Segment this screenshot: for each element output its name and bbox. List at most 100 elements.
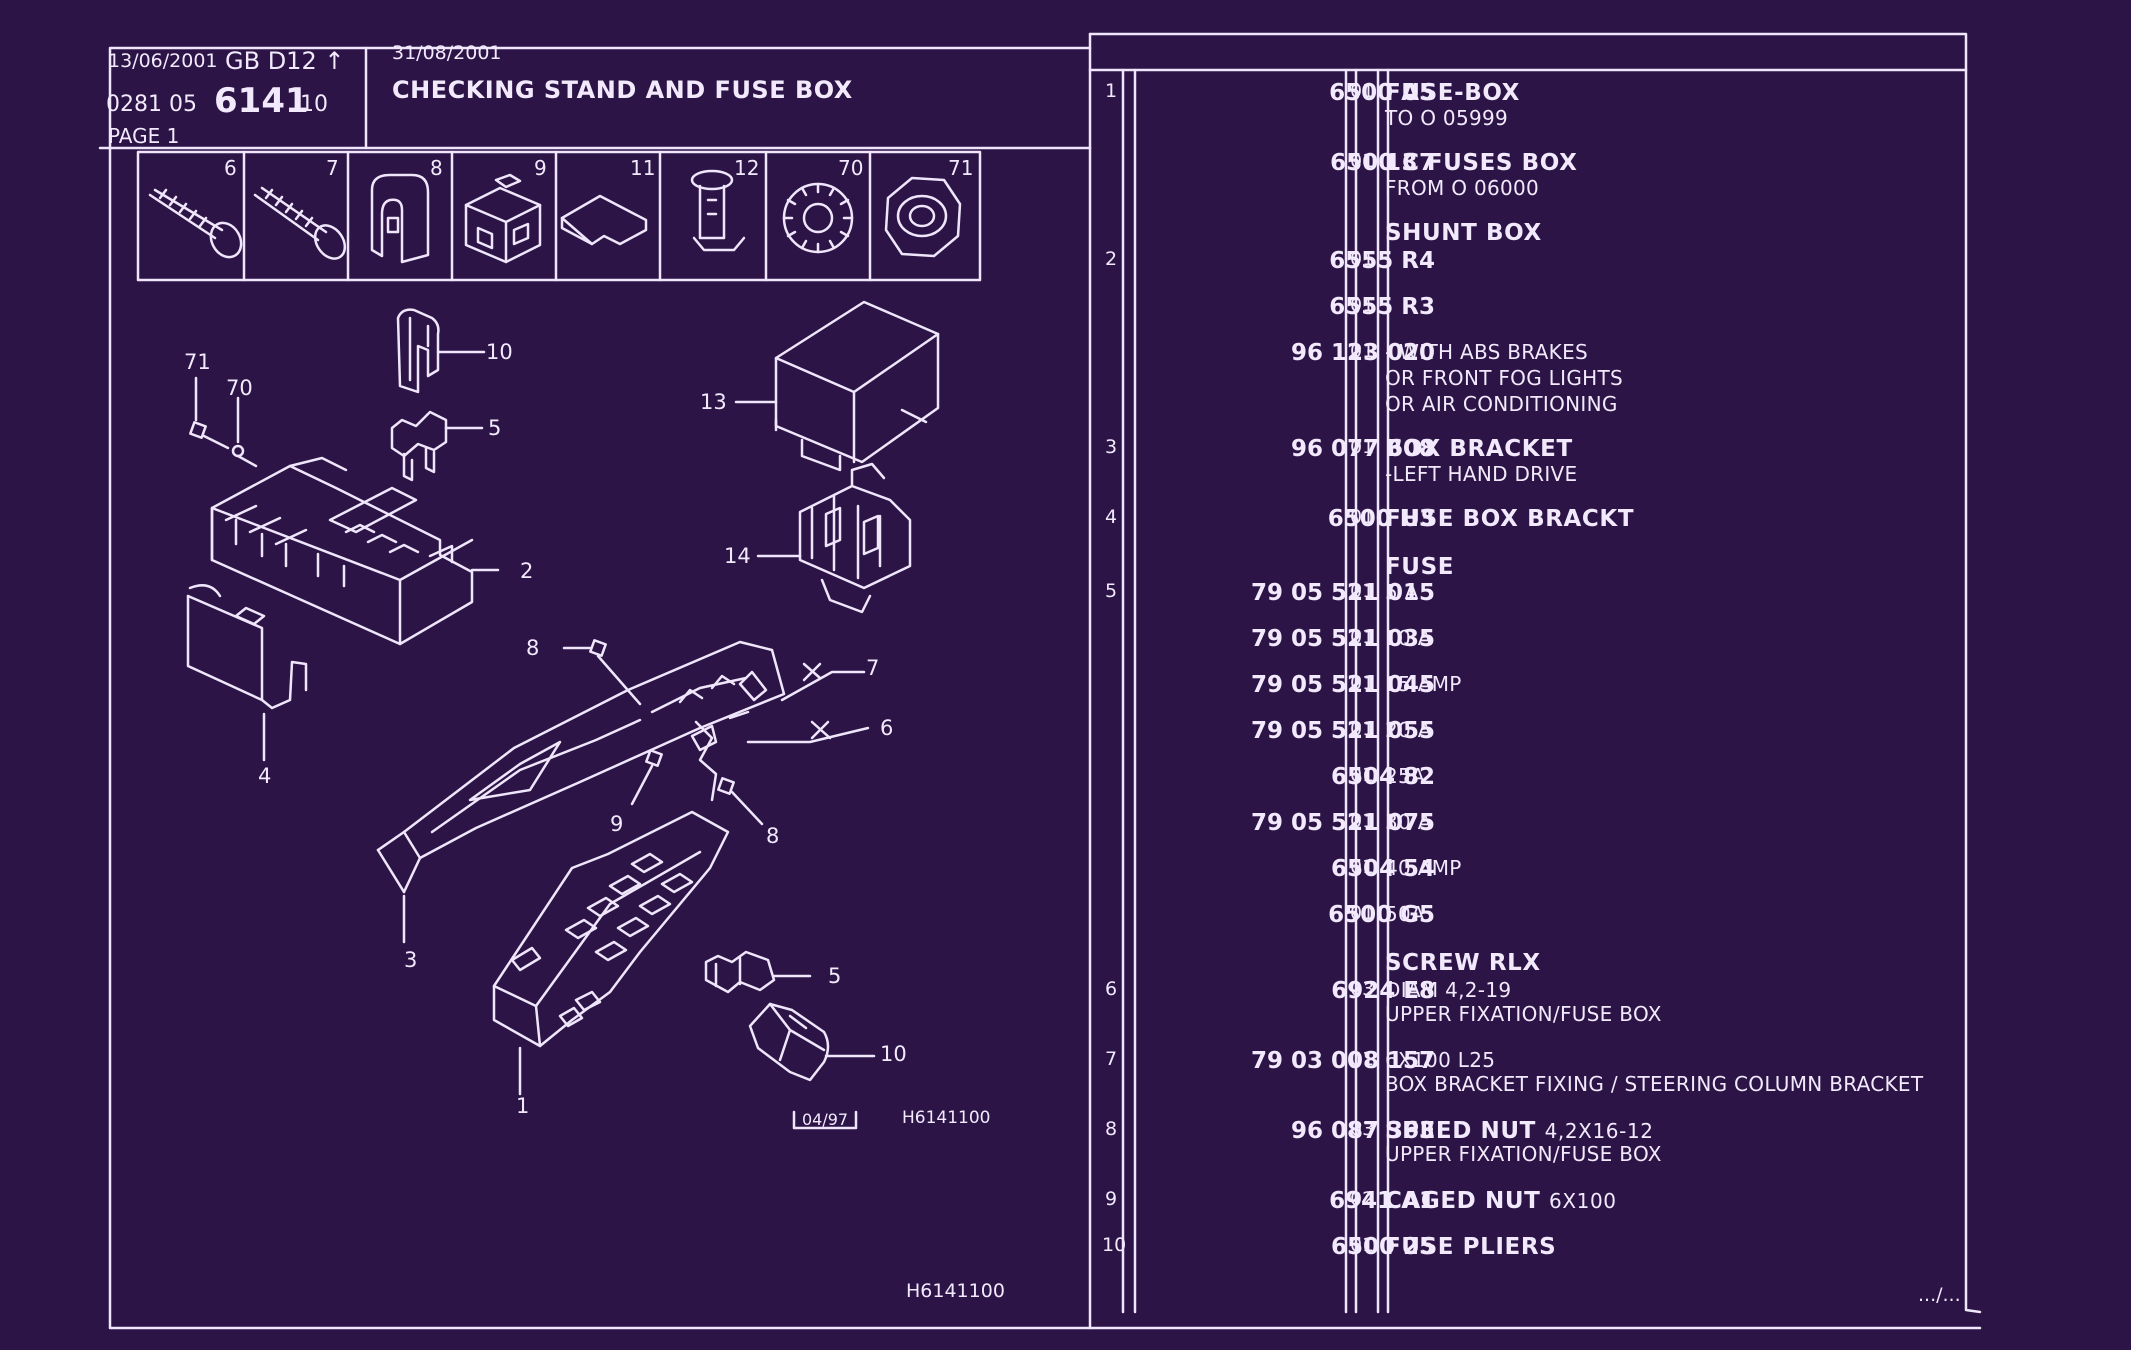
callout-10-top: 10 xyxy=(486,340,513,364)
item-number: 1 xyxy=(1105,80,1118,102)
part-note: BOX BRACKET FIXING / STEERING COLUMN BRA… xyxy=(1385,1072,1924,1096)
revision-date: 31/08/2001 xyxy=(392,42,502,64)
hardware-label-7: 7 xyxy=(326,156,339,180)
callout-7: 7 xyxy=(866,656,880,680)
part-reference: 79 05 521 015 xyxy=(1250,580,1435,606)
part-reference: 6500 H3 xyxy=(1327,506,1435,532)
parts-row: 6555 R3 01 xyxy=(1090,294,1970,340)
page-title: CHECKING STAND AND FUSE BOX xyxy=(392,76,853,104)
part-description: FUSE PLIERS xyxy=(1385,1234,1557,1260)
parts-row: 9 6941 A1 02 CAGED NUT 6X100 xyxy=(1090,1188,1970,1234)
part-note: 6X100 L25 xyxy=(1385,1048,1496,1072)
part-note: OR AIR CONDITIONING xyxy=(1385,392,1618,416)
part-reference: 6555 R3 xyxy=(1329,294,1435,320)
parts-row: 10 6500 25 01 FUSE PLIERS xyxy=(1090,1234,1970,1280)
parts-row: 79 05 521 075 01 30 A xyxy=(1090,810,1970,856)
part-reference: 6500 G5 xyxy=(1328,902,1435,928)
quantity: 01 xyxy=(1350,294,1375,316)
quantity: 01 xyxy=(1350,764,1375,786)
part-reference: 6500 A5 xyxy=(1329,80,1435,106)
part-reference: 6500 C7 xyxy=(1330,150,1435,176)
part-note: -LEFT HAND DRIVE xyxy=(1385,462,1578,486)
item-number: 5 xyxy=(1105,580,1118,602)
doc-prefix: 0281 05 xyxy=(106,92,197,117)
parts-row: SCREW RLX xyxy=(1090,950,1970,996)
item-number: 4 xyxy=(1105,506,1118,528)
part-reference: 96 077 608 xyxy=(1290,436,1435,462)
drawing-date-box: 04/97 xyxy=(802,1110,849,1129)
part-note: DIAM 4,2-19 xyxy=(1385,978,1512,1002)
hardware-label-8: 8 xyxy=(430,156,443,180)
hardware-label-9: 9 xyxy=(534,156,547,180)
quantity: 01 xyxy=(1350,626,1375,648)
quantity: 01 xyxy=(1350,150,1375,172)
screw-icon xyxy=(148,188,243,259)
parts-row: 6 6924 E8 03 DIAM 4,2-19 UPPER FIXATION/… xyxy=(1090,978,1970,1026)
callout-1: 1 xyxy=(516,1094,530,1118)
part-reference: 79 05 521 055 xyxy=(1250,718,1435,744)
part-note: FROM O 06000 xyxy=(1385,176,1540,200)
quantity: 03 xyxy=(1350,1118,1375,1140)
hardware-label-11: 11 xyxy=(630,156,656,180)
quantity: 01 xyxy=(1350,1048,1375,1070)
parts-row: 96 123 020 01 - WITH ABS BRAKES OR FRONT… xyxy=(1090,340,1970,416)
part-note: 40 AMP xyxy=(1385,856,1462,880)
quantity: 01 xyxy=(1350,902,1375,924)
part-description: SHUNT BOX xyxy=(1385,220,1542,246)
callout-9: 9 xyxy=(610,812,624,836)
quantity: 01 xyxy=(1350,340,1375,362)
callout-2: 2 xyxy=(520,559,534,583)
parts-row: 79 05 521 055 01 20 A xyxy=(1090,718,1970,764)
parts-row: 1 6500 A5 01 FUSE-BOX TO O 05999 xyxy=(1090,80,1970,130)
hardware-label-12: 12 xyxy=(734,156,760,180)
part-description: FUSE BOX BRACKT xyxy=(1385,506,1635,532)
parts-row: 6504 82 01 25A xyxy=(1090,764,1970,810)
item-number: 6 xyxy=(1105,978,1118,1000)
part-description: FUSE xyxy=(1385,554,1455,580)
page-label: PAGE 1 xyxy=(108,124,180,148)
doc-suffix: 10 xyxy=(300,92,328,117)
part-note: TO O 05999 xyxy=(1385,106,1509,130)
parts-row: SHUNT BOX xyxy=(1090,220,1970,266)
quantity: 01 xyxy=(1350,248,1375,270)
quantity: 03 xyxy=(1350,978,1375,1000)
part-note: UPPER FIXATION/FUSE BOX xyxy=(1385,1002,1662,1026)
part-note: - WITH ABS BRAKES xyxy=(1385,340,1589,364)
callout-13: 13 xyxy=(700,390,727,414)
quantity: 01 xyxy=(1350,506,1375,528)
part-description: SPEED NUT 4,2X16-12 xyxy=(1385,1118,1654,1144)
part-reference: 96 087 363 xyxy=(1290,1118,1435,1144)
parts-row: 79 05 521 045 01 15 AMP xyxy=(1090,672,1970,718)
callout-3: 3 xyxy=(404,948,418,972)
callout-6: 6 xyxy=(880,716,894,740)
callout-70: 70 xyxy=(226,376,253,400)
part-reference: 6941 A1 xyxy=(1329,1188,1435,1214)
callout-71: 71 xyxy=(184,350,211,374)
quantity: 01 xyxy=(1350,580,1375,602)
part-reference: 6504 82 xyxy=(1330,764,1435,790)
parts-row: 2 6555 R4 01 xyxy=(1090,248,1970,294)
hardware-label-71: 71 xyxy=(948,156,974,180)
drawing-code-bottom: H6141100 xyxy=(906,1280,1005,1302)
callout-5-bottom: 5 xyxy=(828,964,842,988)
callout-8-top: 8 xyxy=(526,636,540,660)
parts-row: 79 05 521 035 01 10 A xyxy=(1090,626,1970,672)
parts-row: 6504 54 01 40 AMP xyxy=(1090,856,1970,902)
quantity: 01 xyxy=(1350,672,1375,694)
doc-number: 6141 xyxy=(214,81,309,121)
item-number: 2 xyxy=(1105,248,1118,270)
part-reference: 6500 25 xyxy=(1330,1234,1435,1260)
parts-row: 5 79 05 521 015 01 5 A xyxy=(1090,580,1970,626)
quantity: 01 xyxy=(1350,436,1375,458)
item-number: 3 xyxy=(1105,436,1118,458)
part-note: 50A xyxy=(1385,902,1426,926)
part-note: 20 A xyxy=(1385,718,1432,742)
part-reference: 6504 54 xyxy=(1330,856,1435,882)
quantity: 01 xyxy=(1350,856,1375,878)
callout-5-top: 5 xyxy=(488,416,502,440)
item-number: 9 xyxy=(1105,1188,1118,1210)
part-reference: 79 03 008 157 xyxy=(1250,1048,1435,1074)
hardware-label-6: 6 xyxy=(224,156,237,180)
item-number: 10 xyxy=(1102,1234,1127,1256)
